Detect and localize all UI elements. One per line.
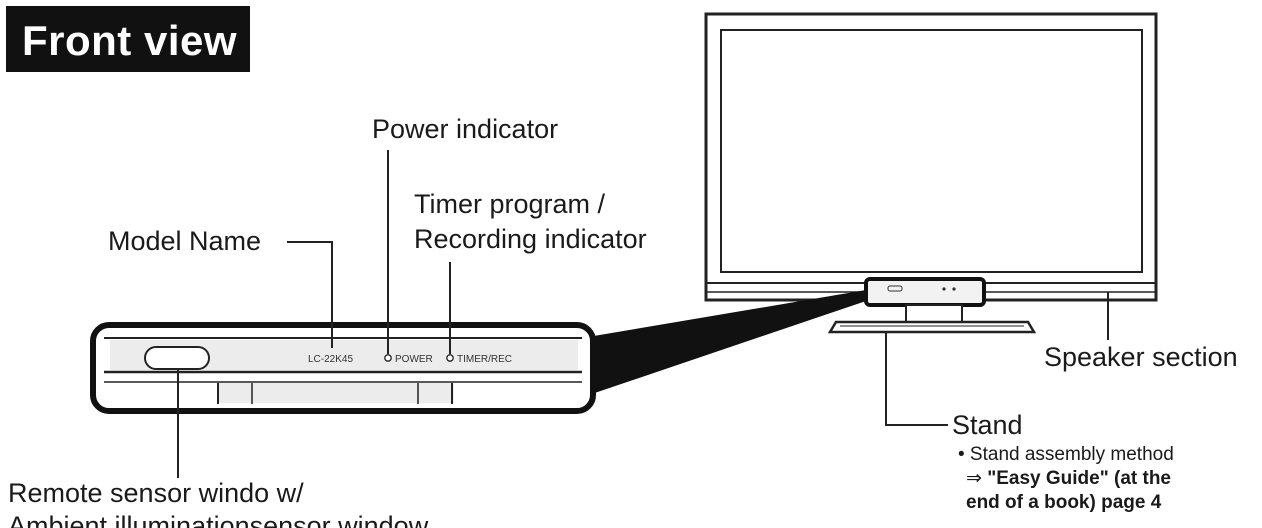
label-model-name: Model Name xyxy=(108,226,262,256)
panel-model-text: LC-22K45 xyxy=(308,354,353,365)
tv-panel-dot-1 xyxy=(942,287,946,291)
tv-front-panel-highlight xyxy=(864,277,986,307)
zoom-wedge xyxy=(570,290,866,400)
stand-base xyxy=(827,320,1037,334)
remote-sensor-window xyxy=(144,346,210,370)
easy-guide-reference: "Easy Guide" (at the xyxy=(987,468,1171,489)
page-title: Front view xyxy=(22,17,238,64)
timer-led xyxy=(446,354,454,362)
label-remote-sensor: Remote sensor windo w/ xyxy=(8,478,304,508)
panel-timer-text: TIMER/REC xyxy=(457,354,512,365)
leader-stand xyxy=(885,332,948,426)
stand-note-line3: end of a book) page 4 xyxy=(966,491,1161,515)
tv-panel-dot-2 xyxy=(952,287,956,291)
label-recording-indicator: Recording indicator xyxy=(414,224,647,254)
tv-screen xyxy=(720,29,1143,273)
label-ambient-sensor: Ambient illuminationsensor window xyxy=(8,511,429,528)
tv-panel-sensor xyxy=(887,285,903,292)
stand-note-line2: ⇒ "Easy Guide" (at the xyxy=(966,467,1171,491)
label-speaker-section: Speaker section xyxy=(1044,342,1238,372)
label-stand: Stand xyxy=(952,410,1023,440)
power-led xyxy=(384,354,392,362)
label-timer-program: Timer program / xyxy=(414,189,606,219)
title-banner: Front view xyxy=(6,6,250,72)
leader-model-name xyxy=(287,241,333,348)
arrow-icon: ⇒ xyxy=(966,468,982,489)
stand-note-line1: • Stand assembly method xyxy=(958,444,1174,465)
label-power-indicator: Power indicator xyxy=(372,114,559,144)
panel-lower-fill xyxy=(218,383,454,403)
panel-power-text: POWER xyxy=(395,354,433,365)
stand-neck xyxy=(905,304,963,324)
easy-guide-page: end of a book) page 4 xyxy=(966,492,1162,513)
